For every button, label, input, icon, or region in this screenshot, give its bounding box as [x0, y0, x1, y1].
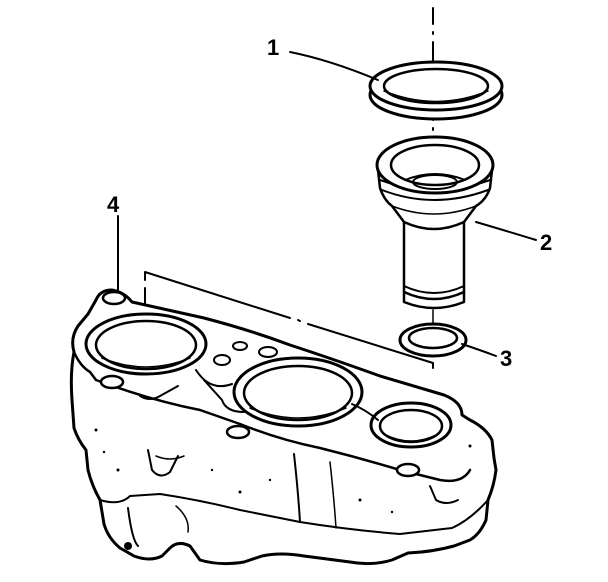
leader-2 — [475, 221, 537, 241]
leader-lines — [117, 51, 537, 357]
leader-3 — [461, 343, 497, 357]
leader-1 — [289, 51, 379, 81]
callout-1: 1 — [267, 35, 279, 60]
housing-block — [69, 288, 498, 566]
seal-ring — [368, 60, 504, 121]
callout-4: 4 — [107, 192, 120, 217]
callout-3: 3 — [500, 346, 512, 371]
sleeve-cup — [375, 135, 495, 310]
o-ring-washer — [398, 322, 468, 358]
callout-2: 2 — [540, 230, 552, 255]
